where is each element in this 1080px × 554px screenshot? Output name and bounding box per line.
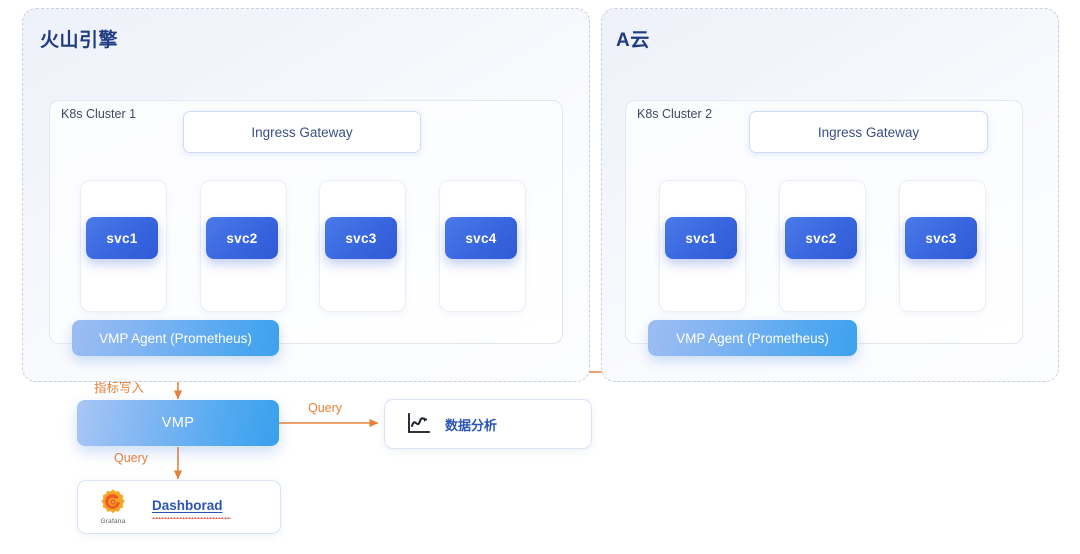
data-analytics-label: 数据分析 (445, 417, 498, 433)
edge-label-query-down: Query (114, 451, 149, 465)
service-svc1[interactable]: svc1 (86, 217, 158, 259)
line-chart-icon (407, 412, 433, 436)
grafana-logo-icon: Grafana (92, 488, 134, 528)
dashboard-link[interactable]: Dashborad (152, 498, 223, 513)
service-svc3[interactable]: svc3 (325, 217, 397, 259)
cluster-1-ingress-gateway[interactable]: Ingress Gateway (183, 111, 421, 153)
service-svc3[interactable]: svc3 (905, 217, 977, 259)
cluster-2-ingress-gateway[interactable]: Ingress Gateway (749, 111, 988, 153)
edge-label-query-right: Query (308, 401, 343, 415)
vmp-agent-cluster-2[interactable]: VMP Agent (Prometheus) (648, 320, 857, 356)
service-svc2[interactable]: svc2 (206, 217, 278, 259)
vmp-box[interactable]: VMP (77, 400, 279, 446)
cluster-2-label: K8s Cluster 2 (637, 107, 713, 121)
spellcheck-underline (152, 516, 231, 519)
service-svc4[interactable]: svc4 (445, 217, 517, 259)
vmp-agent-cluster-1[interactable]: VMP Agent (Prometheus) (72, 320, 279, 356)
cluster-1-label: K8s Cluster 1 (61, 107, 137, 121)
panel-title-volcengine: 火山引擎 (40, 30, 119, 51)
edge-label-metrics-write: 指标写入 (94, 381, 145, 395)
data-analytics-box[interactable]: 数据分析 (384, 399, 592, 449)
service-svc2[interactable]: svc2 (785, 217, 857, 259)
service-svc1[interactable]: svc1 (665, 217, 737, 259)
panel-title-a-cloud: A云 (616, 30, 650, 51)
grafana-wordmark: Grafana (100, 518, 126, 525)
